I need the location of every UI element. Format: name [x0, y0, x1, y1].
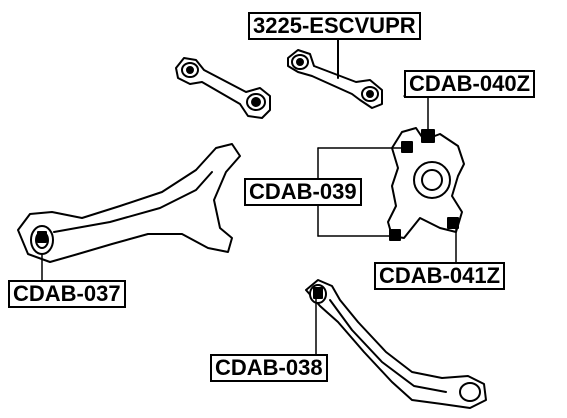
lower-control-arm	[305, 279, 487, 409]
label-knuckle-top-part: CDAB-040Z	[404, 70, 536, 98]
trailing-arm	[17, 143, 241, 281]
label-upper-arm-part: 3225-ESCVUPR	[248, 12, 421, 40]
rear-knuckle	[387, 127, 465, 241]
label-trailing-arm-part: CDAB-037	[8, 280, 126, 308]
label-lower-arm-part: CDAB-038	[210, 354, 328, 382]
label-knuckle-bottom-part: CDAB-041Z	[374, 262, 506, 290]
upper-link-arm-right	[287, 35, 383, 109]
label-knuckle-mid-part: CDAB-039	[244, 178, 362, 206]
upper-link-arm-left	[175, 57, 271, 119]
